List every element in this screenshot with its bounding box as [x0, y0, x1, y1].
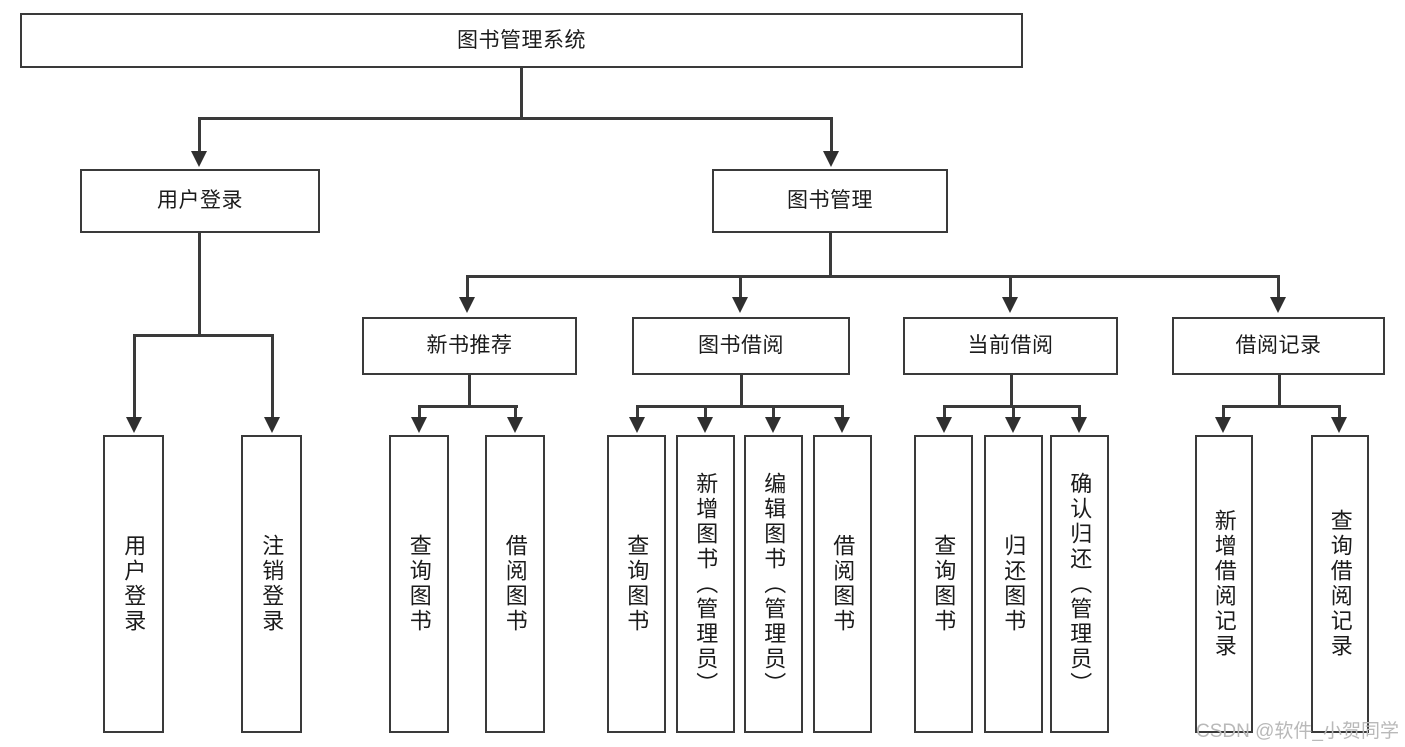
node-book-borrow[interactable]: 图书借阅 — [632, 317, 850, 375]
node-label: 新书推荐 — [426, 334, 513, 358]
arrowhead-user-login-leaf-2 — [264, 417, 280, 433]
connector-current-borrow-bus — [943, 405, 1080, 408]
arrowhead-borrow-record-leaf-1 — [1215, 417, 1231, 433]
leaf-user-login[interactable]: 用户登录 — [103, 435, 164, 733]
connector-book-management-stem — [829, 233, 832, 276]
connector-borrow-record-bus — [1222, 405, 1340, 408]
arrowhead-to-book-borrow — [732, 297, 748, 313]
connector-book-borrow-to-leaf-1 — [636, 405, 639, 419]
node-borrow-record[interactable]: 借阅记录 — [1172, 317, 1385, 375]
node-label: 图书借阅 — [698, 334, 784, 358]
arrowhead-new-book-leaf-2 — [507, 417, 523, 433]
connector-level3-bus — [466, 275, 1280, 278]
arrowhead-new-book-leaf-1 — [411, 417, 427, 433]
node-label: 借阅图书 — [830, 534, 856, 634]
arrowhead-to-borrow-record — [1270, 297, 1286, 313]
connector-book-borrow-bus — [636, 405, 844, 408]
connector-book-borrow-to-leaf-4 — [841, 405, 844, 419]
connector-book-borrow-to-leaf-2 — [704, 405, 707, 419]
connector-to-borrow-record — [1277, 275, 1280, 299]
arrowhead-root-to-user-login — [191, 151, 207, 167]
arrowhead-to-new-book-recommend — [459, 297, 475, 313]
connector-borrow-record-stem — [1278, 375, 1281, 406]
leaf-new-book-query-book[interactable]: 查询图书 — [389, 435, 449, 733]
connector-new-book-stem — [468, 375, 471, 406]
node-new-book-recommend[interactable]: 新书推荐 — [362, 317, 577, 375]
connector-current-borrow-to-leaf-1 — [943, 405, 946, 419]
arrowhead-book-borrow-leaf-1 — [629, 417, 645, 433]
connector-to-new-book-recommend — [466, 275, 469, 299]
node-label: 用户登录 — [121, 534, 147, 634]
node-root-book-management-system[interactable]: 图书管理系统 — [20, 13, 1023, 68]
connector-book-borrow-stem — [740, 375, 743, 406]
connector-borrow-record-to-leaf-2 — [1338, 405, 1341, 419]
node-label: 归还图书 — [1001, 534, 1027, 634]
connector-root-to-user-login — [198, 117, 201, 153]
arrowhead-user-login-leaf-1 — [126, 417, 142, 433]
connector-user-login-to-leaf-1 — [133, 334, 136, 419]
node-label: 用户登录 — [157, 189, 243, 213]
node-label: 查询图书 — [931, 534, 957, 634]
arrowhead-root-to-book-management — [823, 151, 839, 167]
node-label: 新增图书（管理员） — [693, 471, 719, 697]
connector-current-borrow-stem — [1010, 375, 1013, 406]
arrowhead-book-borrow-leaf-4 — [834, 417, 850, 433]
connector-current-borrow-to-leaf-3 — [1078, 405, 1081, 419]
leaf-book-borrow-borrow-book[interactable]: 借阅图书 — [813, 435, 872, 733]
connector-root-stem — [520, 68, 523, 118]
leaf-current-borrow-query-book[interactable]: 查询图书 — [914, 435, 973, 733]
leaf-current-borrow-return-book[interactable]: 归还图书 — [984, 435, 1043, 733]
node-label: 图书管理系统 — [457, 28, 586, 52]
connector-root-bus — [198, 117, 832, 120]
node-label: 借阅图书 — [502, 534, 528, 634]
node-label: 编辑图书（管理员） — [761, 471, 787, 697]
connector-new-book-to-leaf-1 — [418, 405, 421, 419]
connector-borrow-record-to-leaf-1 — [1222, 405, 1225, 419]
node-label: 注销登录 — [259, 534, 285, 634]
node-book-management[interactable]: 图书管理 — [712, 169, 948, 233]
leaf-book-borrow-edit-book-admin[interactable]: 编辑图书（管理员） — [744, 435, 803, 733]
node-label: 当前借阅 — [967, 334, 1054, 358]
leaf-book-borrow-query-book[interactable]: 查询图书 — [607, 435, 666, 733]
arrowhead-current-borrow-leaf-2 — [1005, 417, 1021, 433]
connector-new-book-bus — [418, 405, 518, 408]
leaf-logout-login[interactable]: 注销登录 — [241, 435, 302, 733]
connector-to-book-borrow — [739, 275, 742, 299]
node-label: 查询借阅记录 — [1327, 509, 1353, 659]
leaf-add-borrow-record[interactable]: 新增借阅记录 — [1195, 435, 1253, 733]
leaf-book-borrow-add-book-admin[interactable]: 新增图书（管理员） — [676, 435, 735, 733]
connector-current-borrow-to-leaf-2 — [1012, 405, 1015, 419]
node-user-login[interactable]: 用户登录 — [80, 169, 320, 233]
node-label: 新增借阅记录 — [1211, 509, 1237, 659]
arrowhead-current-borrow-leaf-3 — [1071, 417, 1087, 433]
arrowhead-borrow-record-leaf-2 — [1331, 417, 1347, 433]
leaf-new-book-borrow-book[interactable]: 借阅图书 — [485, 435, 545, 733]
leaf-query-borrow-record[interactable]: 查询借阅记录 — [1311, 435, 1369, 733]
node-label: 查询图书 — [406, 534, 432, 634]
connector-book-borrow-to-leaf-3 — [772, 405, 775, 419]
connector-to-current-borrow — [1009, 275, 1012, 299]
arrowhead-book-borrow-leaf-3 — [765, 417, 781, 433]
node-current-borrow[interactable]: 当前借阅 — [903, 317, 1118, 375]
connector-user-login-bus — [133, 334, 273, 337]
arrowhead-book-borrow-leaf-2 — [697, 417, 713, 433]
connector-root-to-book-management — [830, 117, 833, 153]
node-label: 查询图书 — [624, 534, 650, 634]
node-label: 图书管理 — [787, 189, 873, 213]
arrowhead-current-borrow-leaf-1 — [936, 417, 952, 433]
node-label: 确认归还（管理员） — [1067, 471, 1093, 697]
connector-user-login-stem — [198, 233, 201, 335]
connector-user-login-to-leaf-2 — [271, 334, 274, 419]
leaf-current-borrow-confirm-return-admin[interactable]: 确认归还（管理员） — [1050, 435, 1109, 733]
connector-new-book-to-leaf-2 — [514, 405, 517, 419]
node-label: 借阅记录 — [1235, 334, 1322, 358]
arrowhead-to-current-borrow — [1002, 297, 1018, 313]
